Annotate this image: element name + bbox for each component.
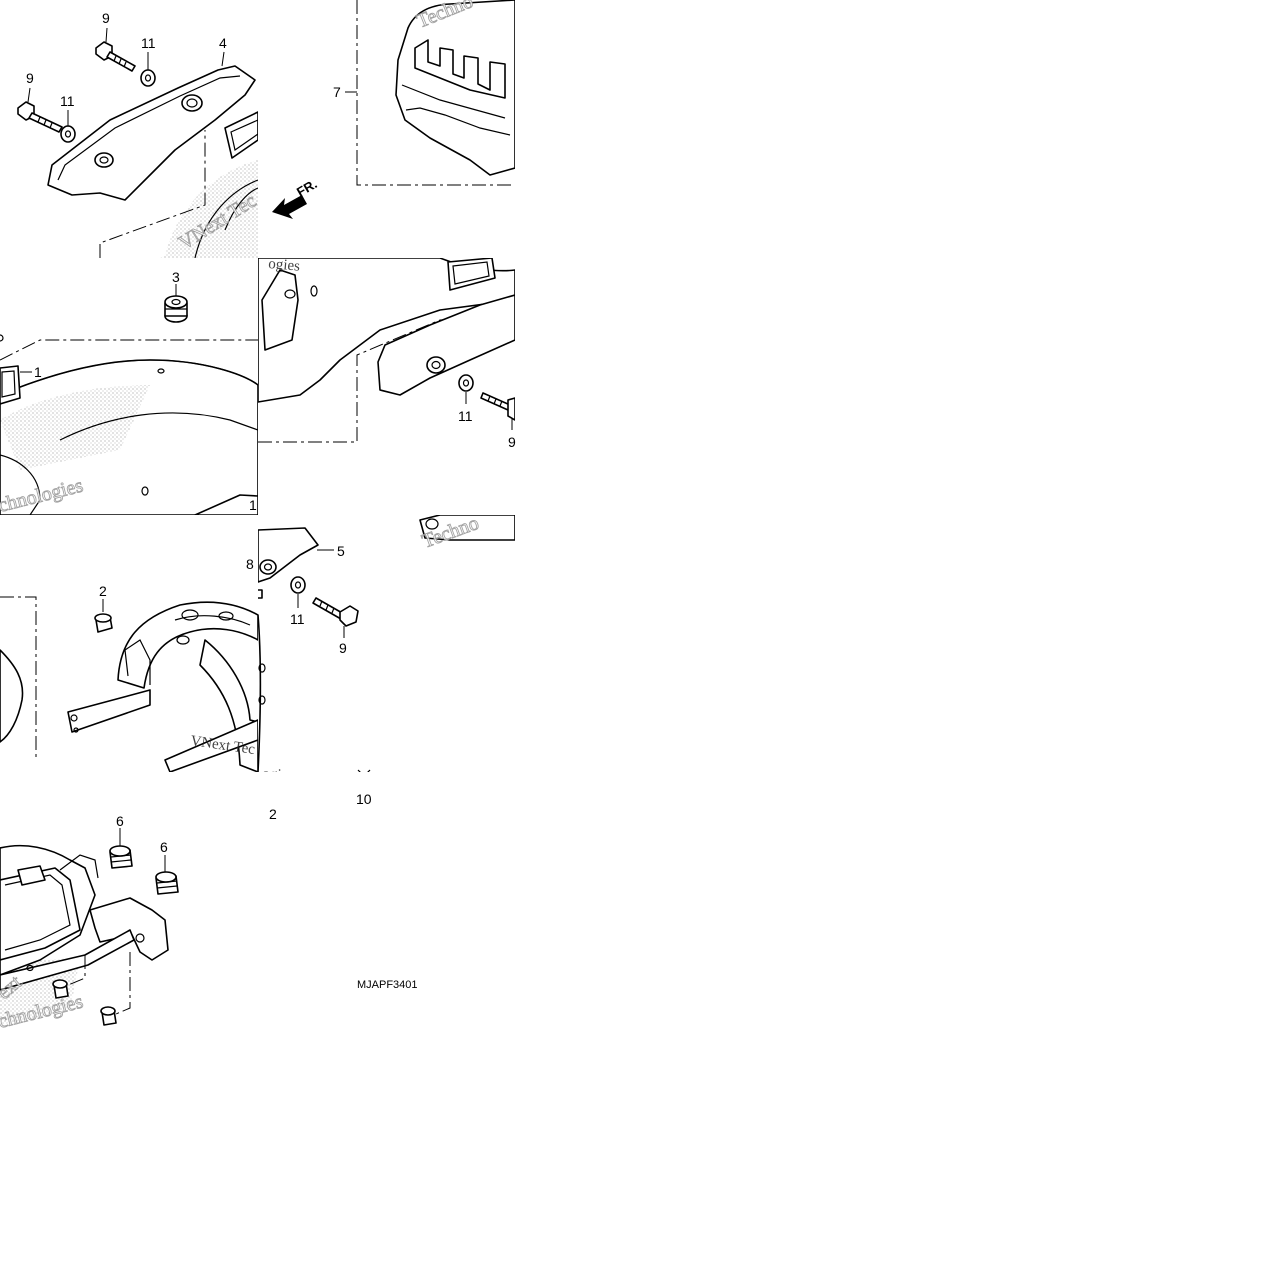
washer-11-lower (60, 125, 76, 143)
callout-6: 6 (160, 839, 168, 855)
callout-2: 2 (99, 583, 107, 599)
tile-lower-left: VNext Tec (0, 596, 258, 772)
callout-11: 11 (141, 35, 156, 51)
callout-3: 3 (172, 269, 180, 285)
callout-11: 11 (458, 408, 473, 424)
tile-middle-left: chnologies (0, 284, 258, 515)
cap-2-lower-part (267, 778, 281, 792)
grommet-6-left (109, 845, 133, 869)
callout-labels: 9 11 4 9 11 7 3 1 11 9 1 5 8 2 11 9 2 10… (26, 10, 516, 855)
callout-5: 5 (337, 543, 345, 559)
rear-bracket-right-part (258, 614, 266, 772)
watermark-tile6b: ogies (262, 766, 295, 784)
washer-11-upper (140, 69, 156, 87)
callout-10: 10 (356, 791, 372, 807)
callout-11: 11 (60, 93, 75, 109)
cap-2-right-bottom (100, 1006, 117, 1026)
figure-code: MJAPF3401 (357, 979, 418, 991)
reflector-part (224, 111, 258, 159)
tile-bottom-left: chnologies ext (0, 828, 179, 1030)
cap-2-left-bottom (52, 979, 69, 999)
tile-top-left: VNext Tec (17, 27, 258, 258)
reflector-1-lower-part (194, 494, 258, 515)
grommet-3-part (164, 295, 188, 323)
watermark-tile4: ogies (268, 256, 301, 275)
callout-1: 1 (249, 497, 257, 513)
callout-4: 4 (219, 35, 227, 51)
callout-7: 7 (333, 84, 341, 100)
callout-2: 2 (269, 806, 277, 822)
bolt-9-lower-right (312, 597, 359, 627)
rear-bracket-part (67, 601, 258, 772)
front-direction-arrow: FR. (272, 176, 320, 219)
front-direction-label: FR. (294, 176, 320, 199)
callout-9: 9 (339, 640, 347, 656)
callout-9: 9 (508, 434, 516, 450)
bolt-9-upper (95, 41, 136, 72)
tile-middle-middle: ogies (258, 256, 515, 443)
bracket-8-part (258, 589, 263, 599)
reflector-1-part (0, 365, 21, 405)
cap-2-upper-part (94, 613, 113, 633)
washer-11-lower-right (290, 576, 306, 594)
guard-4-part (47, 65, 256, 201)
rear-fender-part (0, 359, 258, 515)
tile-lower-middle: Techno ogies (258, 515, 515, 792)
callout-8: 8 (246, 556, 254, 572)
fender-right-part (258, 258, 515, 403)
fender-latch-part (419, 515, 515, 541)
fastener-10-part (357, 769, 371, 772)
guard-5-upper-part (377, 294, 515, 396)
tile-top-middle: FR. Techno (272, 0, 515, 219)
cover-7-lower-part (0, 649, 24, 743)
callout-6: 6 (116, 813, 124, 829)
washer-11-mid (458, 374, 474, 392)
cover-7-part (395, 0, 515, 176)
bolt-9-lower (17, 101, 63, 133)
grommet-6-right (155, 871, 179, 895)
bolt-9-mid (480, 392, 515, 421)
license-housing-part (0, 844, 169, 1025)
callout-9: 9 (26, 70, 34, 86)
callout-9: 9 (102, 10, 110, 26)
callout-1: 1 (34, 364, 42, 380)
callout-11: 11 (290, 611, 305, 627)
guard-5-part (258, 527, 319, 583)
